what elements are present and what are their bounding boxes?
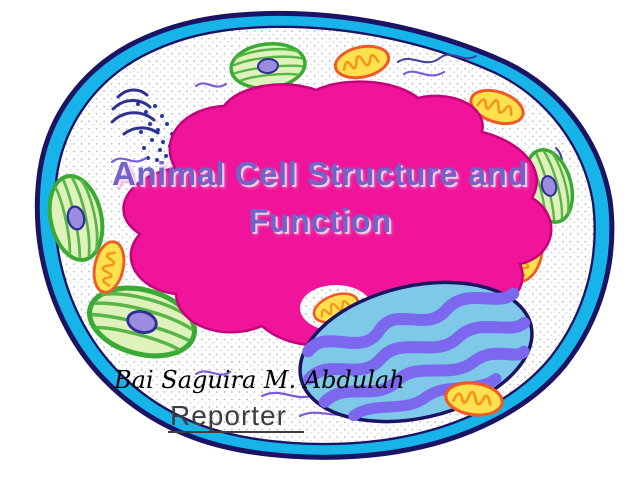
golgi-apparatus-icon (110, 88, 160, 136)
slide-title: Animal Cell Structure and Function (0, 150, 640, 244)
author-name: Bai Saguira M. Abdulah (114, 366, 405, 394)
author-role: Reporter (170, 400, 287, 431)
role-underline (168, 431, 304, 433)
central-pink-region (122, 80, 553, 347)
slide-title-line-1: Animal Cell Structure and (112, 155, 528, 192)
slide-title-line-2: Function (248, 202, 392, 239)
